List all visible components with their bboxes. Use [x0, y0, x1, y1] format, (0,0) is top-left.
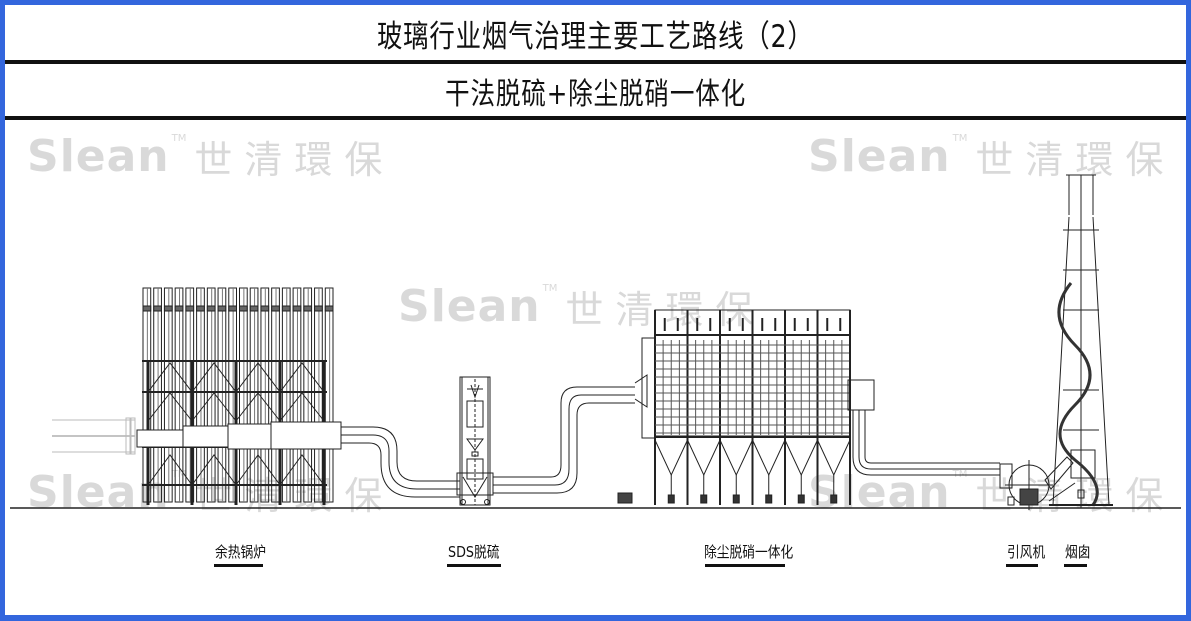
boiler-brace [191, 362, 237, 393]
underline-chimney [1064, 564, 1087, 567]
process-drawing [10, 174, 1181, 510]
sds-tower-drawing [456, 376, 494, 506]
title-divider [5, 60, 1186, 64]
boiler-brace [279, 362, 325, 393]
boiler-header [163, 305, 173, 312]
hopper-valve [667, 494, 675, 504]
boiler-brace [235, 392, 281, 422]
hopper-valve [797, 494, 805, 504]
boiler-header [324, 305, 334, 312]
chimney-shell [1052, 216, 1110, 506]
label-induced-draft-fan: 引风机 [1007, 543, 1046, 561]
hopper-valve [830, 494, 838, 504]
underline-sds [447, 564, 501, 567]
boiler-duct-1 [136, 429, 186, 448]
boiler-header [260, 305, 270, 312]
page-subtitle: 干法脱硫+除尘脱硝一体化 [444, 77, 747, 112]
boiler-header [228, 305, 237, 312]
boiler-brace [279, 454, 325, 486]
label-chimney: 烟囱 [1065, 543, 1091, 561]
boiler-header [174, 305, 184, 312]
inlet-duct [52, 417, 136, 455]
boiler-duct-3 [227, 423, 273, 450]
boiler-header [314, 305, 323, 312]
label-dust-denitration: 除尘脱硝一体化 [704, 543, 794, 561]
baghouse-hopper [817, 439, 851, 477]
hopper-valve [732, 494, 740, 504]
underline-dust-denitration [705, 564, 785, 567]
baghouse-hopper [719, 439, 753, 477]
boiler-header [292, 305, 302, 312]
spiral-stair [1057, 282, 1099, 506]
induced-draft-fan-drawing [999, 456, 1076, 510]
boiler-brace [191, 454, 237, 486]
boiler-duct-4 [270, 421, 342, 450]
boiler-header [153, 305, 162, 312]
underline-induced-draft-fan [1006, 564, 1038, 567]
boiler-header [217, 305, 227, 312]
dust-denitration-unit-drawing [617, 309, 851, 505]
baghouse-hopper [784, 439, 818, 477]
boiler-header [206, 305, 216, 312]
boiler-header [185, 305, 195, 312]
duct-baghouse-to-fan [847, 379, 1000, 476]
boiler-brace [235, 454, 281, 486]
title-bar: 玻璃行业烟气治理主要工艺路线（2） [5, 5, 1186, 61]
page-title: 玻璃行业烟气治理主要工艺路线（2） [377, 18, 814, 55]
duct-sds-to-baghouse [493, 374, 648, 494]
baghouse-pump [617, 492, 633, 504]
boiler-brace [147, 392, 193, 422]
label-waste-heat-boiler: 余热锅炉 [215, 543, 267, 561]
hopper-valve [700, 494, 708, 504]
duct-boiler-to-sds [341, 426, 460, 498]
chimney-door [1077, 489, 1085, 499]
boiler-header [249, 305, 259, 312]
boiler-header [271, 305, 280, 312]
boiler-header [281, 305, 291, 312]
boiler-header [239, 305, 248, 312]
subtitle-bar: 干法脱硫+除尘脱硝一体化 [5, 66, 1186, 116]
boiler-brace [235, 362, 281, 393]
boiler-duct-2 [182, 425, 230, 448]
subtitle-divider [5, 116, 1186, 120]
baghouse-hopper [654, 439, 688, 477]
waste-heat-boiler-drawing [136, 287, 342, 505]
boiler-brace [147, 362, 193, 393]
baghouse-hopper [752, 439, 786, 477]
chimney-inlet [1070, 449, 1096, 479]
boiler-brace [147, 454, 193, 486]
diagram-frame: 玻璃行业烟气治理主要工艺路线（2） 干法脱硫+除尘脱硝一体化 Slean TM … [5, 5, 1186, 615]
hopper-valve [765, 494, 773, 504]
baghouse-platform [641, 337, 656, 439]
boiler-brace [191, 392, 237, 422]
chimney-drawing [1049, 174, 1113, 508]
baghouse-hopper [687, 439, 721, 477]
boiler-header [196, 305, 205, 312]
label-sds: SDS脱硫 [448, 543, 500, 561]
underline-waste-heat-boiler [214, 564, 263, 567]
boiler-header [142, 305, 152, 312]
boiler-brace [279, 392, 325, 422]
boiler-header [303, 305, 313, 312]
